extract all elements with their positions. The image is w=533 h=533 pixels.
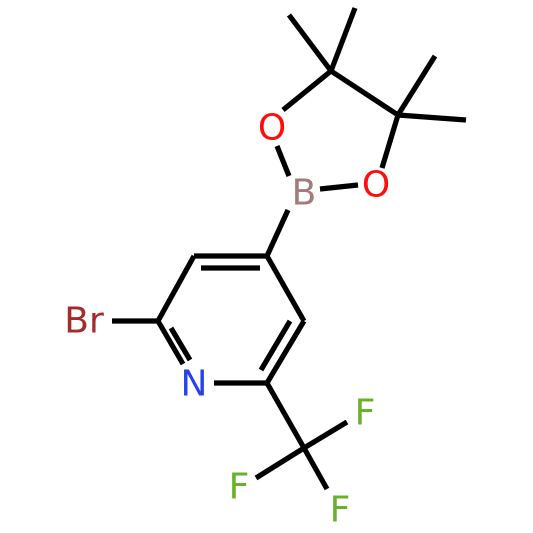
bond-b-c4 [264,208,291,258]
atom-oxygen-2: O [362,165,390,206]
atom-bromine: Br [64,301,104,342]
bond-c1-methyl-b [328,7,358,72]
bond-c1-methyl-a [286,13,334,73]
atom-nitrogen: N [181,364,208,405]
bond-c2-n-inner [168,326,193,362]
atom-fluorine-2: F [229,467,250,508]
atom-labels: B O O N Br F F F [64,108,390,531]
bond-c2-n [155,319,186,366]
bond-c6-c5 [264,319,307,385]
bond-b-o2 [319,182,359,192]
bond-c2-methyl-b [397,112,467,123]
bond-c6-c5-inner [258,319,293,372]
atom-oxygen-1: O [258,108,286,149]
bond-o1-c1 [281,68,333,113]
atom-boron: B [292,173,317,214]
bond-cf3-f3 [301,446,330,491]
bond-c5-c4 [264,254,307,323]
bond-c2-methyl-a [395,54,438,117]
bond-c2-o2 [379,114,401,169]
atom-fluorine-1: F [355,393,376,434]
bonds [112,7,467,491]
atom-fluorine-3: F [330,490,351,531]
bond-cf3-f1 [302,419,349,451]
bond-c3-c2 [155,254,197,323]
bond-c6-cf3 [264,381,307,450]
bond-cf3-f2 [254,445,306,481]
bond-c1-c2 [329,68,400,118]
bond-o1-b [274,145,292,177]
